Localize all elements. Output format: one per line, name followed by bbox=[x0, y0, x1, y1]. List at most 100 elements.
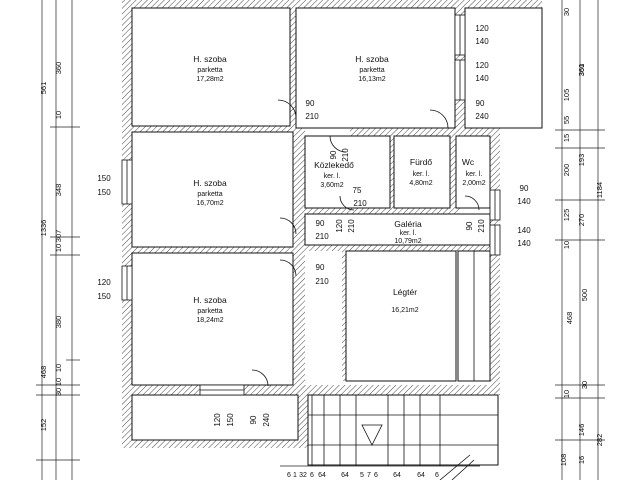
room-area: 16,13m2 bbox=[358, 76, 385, 83]
room-name: Fürdő bbox=[410, 157, 432, 167]
dim-right-mid-4: 468 bbox=[565, 312, 574, 325]
opening-door-tr-h: 240 bbox=[475, 112, 489, 121]
opening-win-tr1-w: 120 bbox=[475, 24, 489, 33]
dim-bottom-10: 64 bbox=[393, 472, 401, 479]
room-galeria: Galéria ker. l. 10,79m2 bbox=[394, 219, 422, 245]
dim-right-inner-4: 55 bbox=[562, 116, 571, 124]
room-3: H. szoba parketta 16,70m2 bbox=[193, 178, 227, 207]
opening-labels: 120 140 120 140 90 240 90 210 90 210 75 … bbox=[97, 24, 531, 427]
room-wc: Wc ker. l. 2,00m2 bbox=[462, 157, 486, 187]
opening-door-m2-w: 120 bbox=[335, 219, 344, 233]
left-dimension-lines bbox=[36, 0, 80, 480]
dim-bottom-3: 32 bbox=[299, 472, 307, 479]
room-kozlekedo: Közlekedő ker. l. 3,60m2 bbox=[314, 160, 354, 189]
dim-bottom-6: 64 bbox=[341, 472, 349, 479]
room-floor: ker. l. bbox=[400, 230, 417, 237]
dim-left-inner-1: 360 bbox=[54, 62, 63, 75]
room-floor: ker. l. bbox=[466, 171, 483, 178]
dim-bottom-2: 1 bbox=[293, 472, 297, 479]
opening-win-l1-h: 150 bbox=[97, 188, 111, 197]
room-name: H. szoba bbox=[193, 295, 227, 305]
stair-railings bbox=[307, 250, 499, 466]
room-area: 3,60m2 bbox=[320, 182, 343, 189]
dim-bottom-11: 64 bbox=[417, 472, 425, 479]
dim-left-inner-3: 348 bbox=[54, 184, 63, 197]
opening-win-r1-w: 90 bbox=[520, 184, 529, 193]
opening-win-l2-w: 120 bbox=[97, 278, 111, 287]
room-name: H. szoba bbox=[355, 54, 389, 64]
opening-door-tm-h: 210 bbox=[305, 112, 319, 121]
dim-left-inner-2: 10 bbox=[54, 111, 63, 119]
dim-right-outer-1: 1184 bbox=[595, 182, 604, 198]
room-name: H. szoba bbox=[193, 54, 227, 64]
dim-bottom-5: 64 bbox=[318, 472, 326, 479]
dim-right-inner-6: 200 bbox=[562, 164, 571, 177]
dim-right-mid-2: 193 bbox=[577, 154, 586, 167]
opening-door-m1-h: 210 bbox=[315, 232, 329, 241]
room-furdo: Fürdő ker. l. 4,80m2 bbox=[409, 157, 432, 187]
bottom-dimension-line bbox=[280, 454, 480, 480]
opening-door-gal-h: 210 bbox=[477, 219, 486, 233]
dim-right-inner-9: 500 bbox=[580, 289, 589, 302]
room-floor: ker. l. bbox=[413, 171, 430, 178]
dim-right-outer-2: 282 bbox=[595, 434, 604, 447]
room-floor: ker. l. bbox=[324, 173, 341, 180]
dim-left-inner-8: 10 bbox=[54, 378, 63, 386]
dim-right-inner-13: 16 bbox=[577, 456, 586, 464]
dim-right-inner-11: 10 bbox=[562, 390, 571, 398]
dim-left-outer-3: 468 bbox=[39, 366, 48, 379]
opening-win-tr1-h: 140 bbox=[475, 37, 489, 46]
right-mid-dims: 361 193 270 468 108 bbox=[559, 64, 586, 467]
dim-right-inner-1: 30 bbox=[562, 8, 571, 16]
dim-left-inner-4: 10 bbox=[54, 244, 63, 252]
opening-win-b-h: 150 bbox=[226, 413, 235, 427]
room-name: H. szoba bbox=[193, 178, 227, 188]
opening-win-l1-w: 150 bbox=[97, 174, 111, 183]
room-1: H. szoba parketta 17,28m2 bbox=[193, 54, 227, 83]
opening-win-tr2-w: 120 bbox=[475, 61, 489, 70]
room-area: 4,80m2 bbox=[409, 180, 432, 187]
opening-door-tm-w: 90 bbox=[306, 99, 315, 108]
opening-win-r2-h: 140 bbox=[517, 239, 531, 248]
opening-door-tr-w: 90 bbox=[476, 99, 485, 108]
dim-bottom-8: 7 bbox=[367, 472, 371, 479]
room-area: 16,21m2 bbox=[391, 307, 418, 314]
windows bbox=[121, 14, 501, 396]
opening-win-r2-w: 140 bbox=[517, 226, 531, 235]
opening-win-r1-h: 140 bbox=[517, 197, 531, 206]
dim-bottom-9: 6 bbox=[374, 472, 378, 479]
opening-door-b-h: 240 bbox=[262, 413, 271, 427]
dim-right-mid-5: 108 bbox=[559, 454, 568, 467]
opening-door-b-w: 90 bbox=[249, 415, 258, 424]
dim-bottom-4: 6 bbox=[310, 472, 314, 479]
room-floor: parketta bbox=[197, 191, 222, 198]
dim-left-inner-5: 307 bbox=[54, 230, 63, 243]
dim-left-inner-7: 380 bbox=[54, 316, 63, 329]
dim-bottom-1: 6 bbox=[287, 472, 291, 479]
opening-door-kt-h: 210 bbox=[341, 148, 350, 162]
opening-door-m3-h: 210 bbox=[315, 277, 329, 286]
room-2: H. szoba parketta 16,13m2 bbox=[355, 54, 389, 83]
dim-right-inner-12: 146 bbox=[577, 424, 586, 437]
dim-bottom-12: 6 bbox=[435, 472, 439, 479]
room-area: 18,24m2 bbox=[196, 317, 223, 324]
opening-win-b-w: 120 bbox=[213, 413, 222, 427]
dim-bottom-7: 5 bbox=[360, 472, 364, 479]
opening-win-tr2-h: 140 bbox=[475, 74, 489, 83]
dim-left-outer-4: 152 bbox=[39, 419, 48, 432]
left-inner-dims: 360 10 348 10 307 10 380 10 30 bbox=[54, 62, 63, 396]
door-swings bbox=[251, 99, 480, 387]
dim-right-inner-7: 125 bbox=[562, 209, 571, 222]
opening-door-m3-w: 90 bbox=[316, 263, 325, 272]
opening-door-kb-h: 210 bbox=[353, 199, 367, 208]
dim-right-inner-10: 30 bbox=[580, 381, 589, 389]
opening-door-m1-w: 90 bbox=[316, 219, 325, 228]
bottom-dims: 6 1 32 6 64 64 5 7 6 64 64 6 bbox=[287, 472, 439, 479]
right-dimension-lines bbox=[555, 0, 605, 480]
room-floor: parketta bbox=[359, 67, 384, 74]
right-inner-dims: 30 360 105 55 15 200 125 10 500 30 10 14… bbox=[562, 8, 589, 464]
room-floor: parketta bbox=[197, 308, 222, 315]
room-area: 2,00m2 bbox=[462, 180, 485, 187]
room-area: 10,79m2 bbox=[394, 238, 421, 245]
room-4: H. szoba parketta 18,24m2 bbox=[193, 295, 227, 324]
